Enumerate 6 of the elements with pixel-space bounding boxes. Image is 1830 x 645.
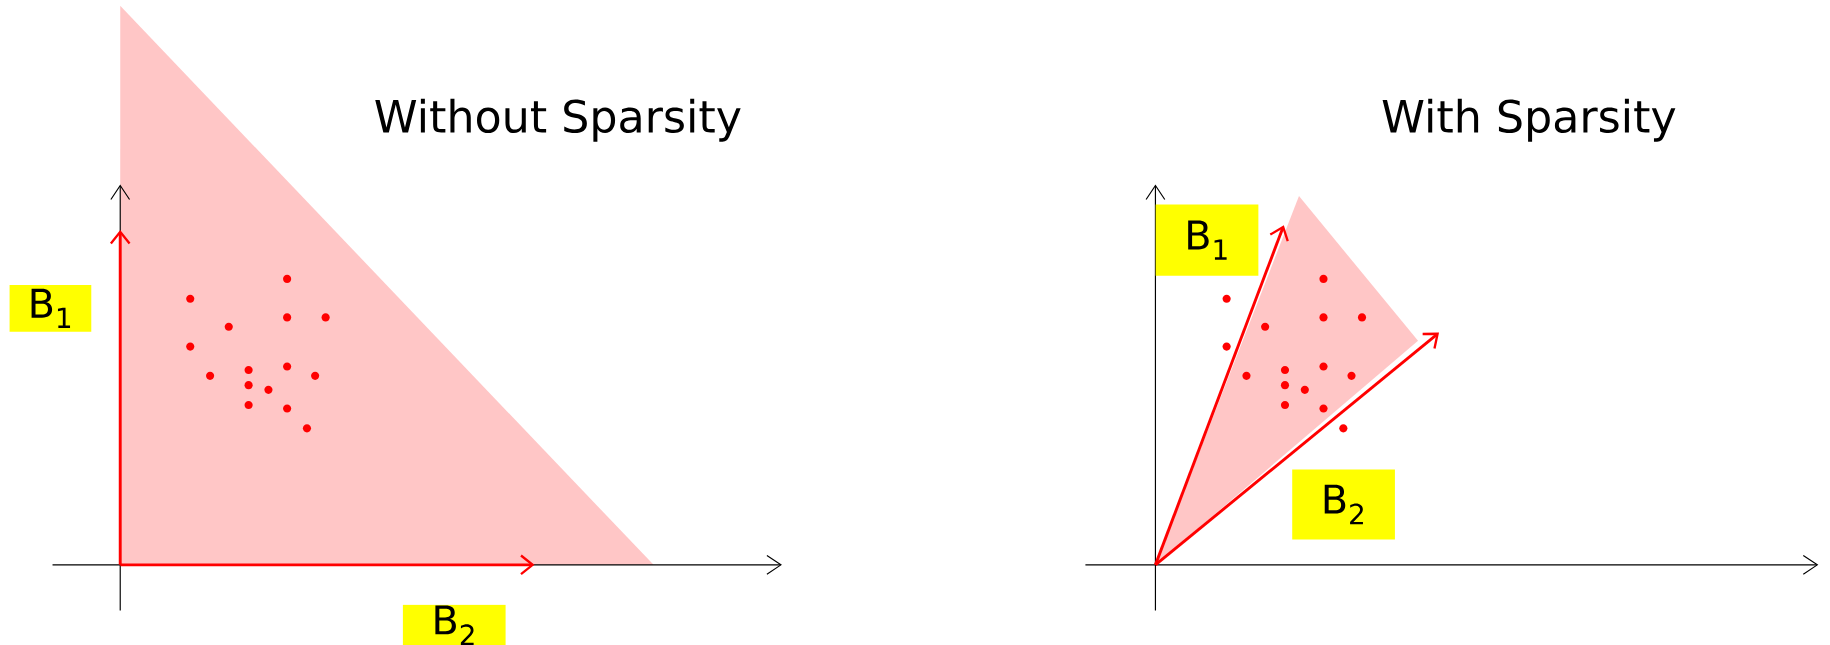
label-box: B$_{1}$ (1155, 204, 1259, 276)
label-box: B$_{2}$ (402, 604, 506, 645)
label-box: B$_{2}$ (1292, 469, 1395, 540)
panel-title: Without Sparsity (375, 98, 741, 142)
label-box: B$_{1}$ (9, 284, 92, 332)
panel-title: With Sparsity (1382, 98, 1676, 142)
